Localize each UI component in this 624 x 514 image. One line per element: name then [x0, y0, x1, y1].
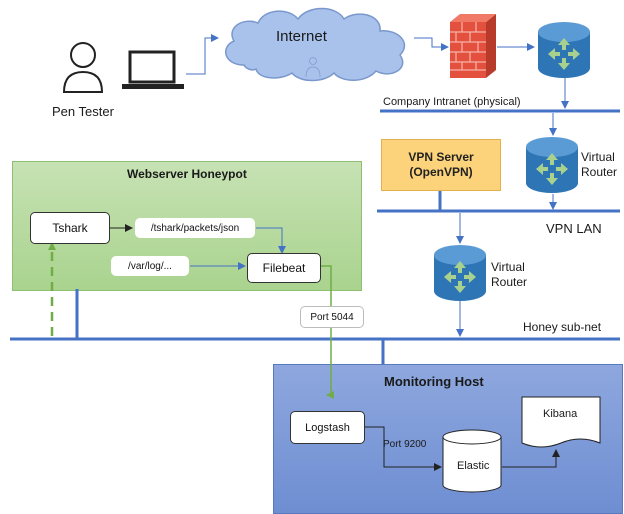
firewall-icon — [448, 12, 498, 85]
virtual-router-2-label: Virtual Router — [491, 260, 527, 290]
kibana-label: Kibana — [543, 408, 578, 420]
logstash-to-elastic-arrow — [364, 426, 442, 471]
elastic-label: Elastic — [457, 460, 490, 472]
virtual-router-2-line2: Router — [491, 275, 528, 289]
pen-tester-label: Pen Tester — [52, 104, 114, 119]
cloud-icon — [214, 3, 418, 90]
monitoring-host-title: Monitoring Host — [384, 374, 484, 389]
virtual-router-1-line2: Router — [581, 165, 618, 179]
pentester-to-internet-arrow — [186, 34, 219, 75]
honeypot-title: Webserver Honeypot — [127, 167, 247, 181]
packets-json-path: /tshark/packets/json — [135, 218, 255, 238]
port-5044-label: Port 5044 — [300, 306, 364, 328]
virtual-router-1-label: Virtual Router — [581, 150, 617, 180]
edge-router-icon — [536, 20, 592, 85]
vpn-server-subtitle: (OpenVPN) — [409, 165, 473, 179]
laptop-icon — [120, 48, 186, 97]
kibana-document-icon — [521, 396, 601, 448]
internet-to-firewall-arrow — [414, 37, 449, 51]
port-9200-label: Port 9200 — [383, 439, 427, 450]
tshark-box: Tshark — [30, 212, 110, 244]
virtual-router-1-icon — [524, 135, 580, 200]
filebeat-to-logstash-arrow — [321, 265, 334, 399]
vpn-server-box: VPN Server (OpenVPN) — [381, 139, 501, 191]
filebeat-box: Filebeat — [247, 253, 321, 283]
elastic-to-kibana-arrow — [502, 449, 560, 468]
person-icon — [60, 40, 106, 101]
virtual-router-2-icon — [432, 243, 488, 308]
vpn-lan-label: VPN LAN — [546, 221, 602, 236]
virtual-router-2-line1: Virtual — [491, 260, 525, 274]
honey-subnet-label: Honey sub-net — [523, 320, 602, 334]
company-intranet-label: Company Intranet (physical) — [383, 96, 521, 108]
json-to-filebeat-arrow — [256, 227, 286, 254]
var-log-path: /var/log/... — [111, 256, 189, 276]
internet-label: Internet — [276, 28, 327, 45]
elastic-database-icon — [442, 429, 502, 493]
logstash-box: Logstash — [290, 411, 365, 444]
vpn-server-title: VPN Server — [408, 150, 474, 164]
virtual-router-1-line1: Virtual — [581, 150, 615, 164]
